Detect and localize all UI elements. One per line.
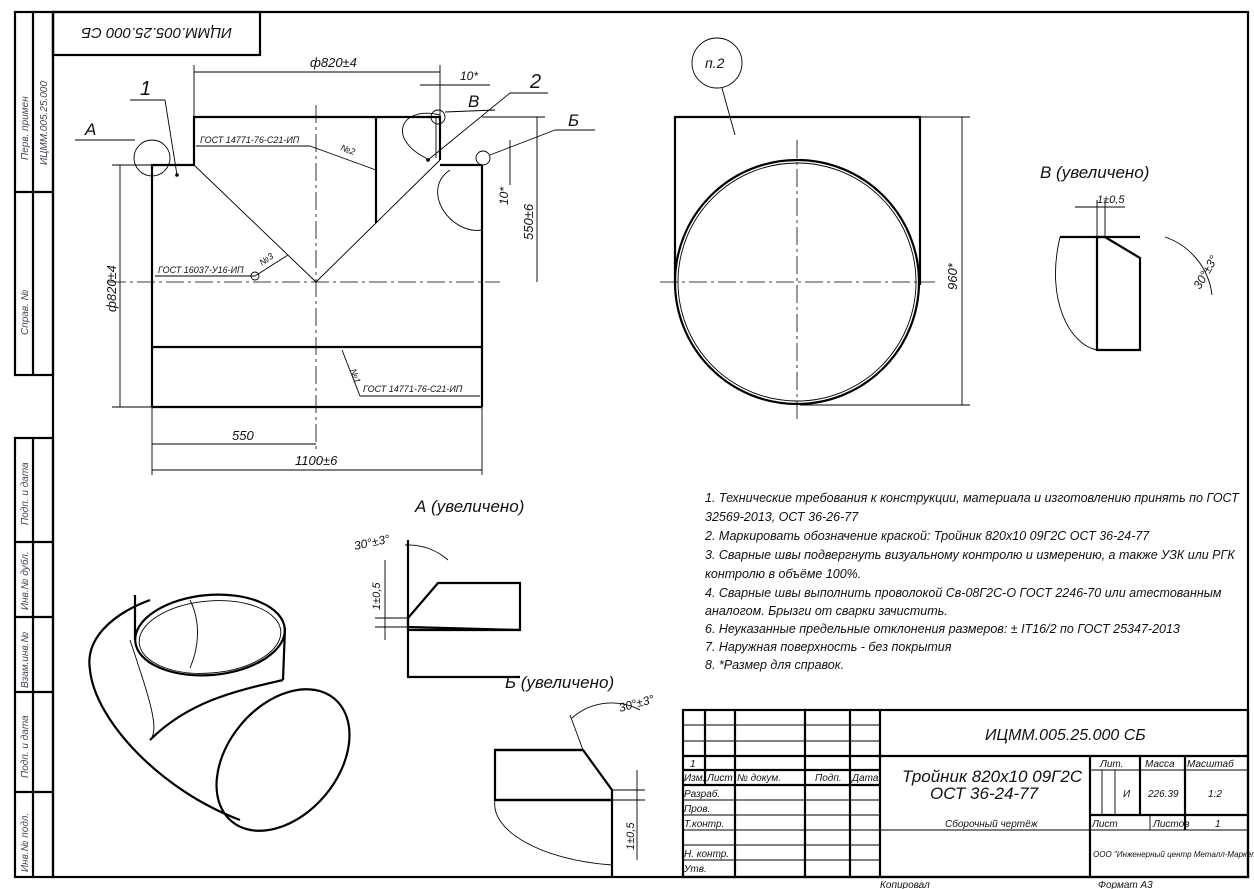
mirrored-stamp: ИЦММ.005.25.000 СБ [51, 10, 262, 57]
detail-b-angle: 30°±3° [617, 692, 656, 715]
format-label: Формат А3 [1098, 880, 1153, 889]
strip-inv-dubl: Инв.№ дубл. [19, 551, 31, 610]
mass-label: Масса [1145, 759, 1175, 770]
mirrored-code: ИЦММ.005.25.000 СБ [81, 24, 232, 41]
label-tkontr: Т.контр. [684, 819, 724, 830]
detail-b: Б (увеличено) 1±0,5 30°±3° [493, 673, 656, 877]
detail-v-gap: 1±0,5 [1097, 194, 1125, 206]
header-list: Лист [706, 773, 733, 784]
note-line: 6. Неуказанные предельные отклонения раз… [705, 622, 1180, 636]
note-line: контролю в объёме 100%. [705, 567, 861, 581]
drawing-designation: ИЦММ.005.25.000 СБ [985, 727, 1146, 744]
lit-label: Лит. [1099, 759, 1123, 770]
dim-top-diameter: ф820±4 [310, 55, 357, 70]
weld-1-standard: ГОСТ 14771-76-С21-ИП [363, 384, 463, 394]
strip-perv-primen: Перв. примен [20, 96, 31, 160]
detail-a-angle: 30°±3° [353, 532, 392, 553]
note-line: 8. *Размер для справок. [705, 658, 844, 672]
dim-height: 550±6 [521, 203, 536, 240]
note-line: 2. Маркировать обозначение краской: Трой… [704, 529, 1150, 543]
detail-b-gap: 1±0,5 [625, 822, 637, 850]
strip-inv-podl: Инв.№ подл. [20, 813, 31, 872]
copied-label: Копировал [880, 880, 930, 889]
detail-v-title: В (увеличено) [1040, 163, 1149, 182]
scale-label: Масштаб [1187, 758, 1234, 770]
detail-a-title: А (увеличено) [414, 497, 524, 516]
dim-gap-top: 10* [460, 69, 478, 83]
revision-number: 1 [690, 759, 696, 770]
detail-v-angle: 30°±3° [1190, 253, 1220, 292]
dim-length: 1100±6 [295, 453, 338, 468]
weld-2-number: №2 [339, 142, 356, 156]
sheet-label: Лист [1091, 819, 1118, 830]
label-razrab: Разраб. [684, 788, 720, 800]
weld-3-standard: ГОСТ 16037-У16-ИП [158, 265, 244, 275]
detail-a: А (увеличено) 1±0,5 30°±3° [353, 497, 524, 679]
note-reference: п.2 [705, 55, 725, 71]
dim-half-length: 550 [232, 428, 254, 443]
product-name-line2: ОСТ 36-24-77 [930, 784, 1039, 803]
note-line: 7. Наружная поверхность - без покрытия [705, 640, 952, 654]
strip-perv-primen-value: ИЦММ.005.25.000 [39, 81, 50, 165]
label-nkontr: Н. контр. [684, 849, 729, 860]
main-view: ф820±4 10* 550±6 10* ф820±4 550 1100±6 1… [75, 55, 595, 475]
dim-side-height: 960* [945, 262, 960, 290]
sheets-label: Листов [1152, 819, 1189, 830]
product-name-line1: Тройник 820х10 09Г2С [902, 767, 1083, 786]
lit-value: И [1123, 789, 1131, 800]
header-dokum: № докум. [737, 773, 781, 784]
detail-a-gap: 1±0,5 [371, 582, 383, 610]
note-line: аналогом. Брызги от сварки зачистить. [705, 604, 948, 618]
detail-v: В (увеличено) 1±0,5 30°±3° [1040, 163, 1221, 352]
dim-gap-side: 10* [497, 187, 511, 205]
label-utv: Утв. [683, 864, 707, 875]
scale-value: 1:2 [1208, 789, 1222, 800]
isometric-view [88, 593, 351, 832]
header-izm: Изм. [684, 773, 705, 784]
technical-notes: 1. Технические требования к конструкции,… [704, 491, 1240, 672]
header-data: Дата [851, 773, 879, 784]
position-1: 1 [140, 78, 151, 100]
note-line: 1. Технические требования к конструкции,… [705, 491, 1240, 505]
view-b-mark: Б [568, 111, 579, 130]
sheets-value: 1 [1215, 819, 1221, 830]
view-v-mark: В [468, 92, 479, 111]
position-2: 2 [529, 71, 541, 93]
strip-podp-data-2: Подп. и дата [20, 715, 31, 778]
detail-b-title: Б (увеличено) [505, 673, 614, 692]
strip-podp-data-1: Подп. и дата [20, 462, 31, 525]
strip-vzam-inv: Взам.инв.№ [20, 632, 31, 688]
header-podp: Подп. [815, 773, 842, 784]
title-block: ИЦММ.005.25.000 СБ Тройник 820х10 09Г2С … [681, 708, 1254, 879]
mass-value: 226.39 [1147, 789, 1179, 800]
view-a-mark: А [84, 120, 96, 139]
left-strip: Перв. примен ИЦММ.005.25.000 Справ. № По… [13, 10, 55, 879]
label-prov: Пров. [684, 804, 710, 815]
note-line: 4. Сварные швы выполнить проволокой Св-0… [705, 586, 1222, 600]
side-view: п.2 960* [660, 37, 970, 420]
note-line: 32569-2013, ОСТ 36-26-77 [705, 510, 859, 524]
weld-1-number: №1 [348, 367, 362, 384]
weld-2-standard: ГОСТ 14771-76-С21-ИП [200, 135, 300, 145]
strip-sprav: Справ. № [20, 289, 31, 335]
document-type: Сборочный чертёж [945, 818, 1039, 830]
organization: ООО "Инженерный центр Металл-Маркет" [1093, 850, 1254, 859]
dim-diameter: ф820±4 [104, 265, 119, 312]
note-line: 3. Сварные швы подвергнуть визуальному к… [705, 548, 1235, 562]
